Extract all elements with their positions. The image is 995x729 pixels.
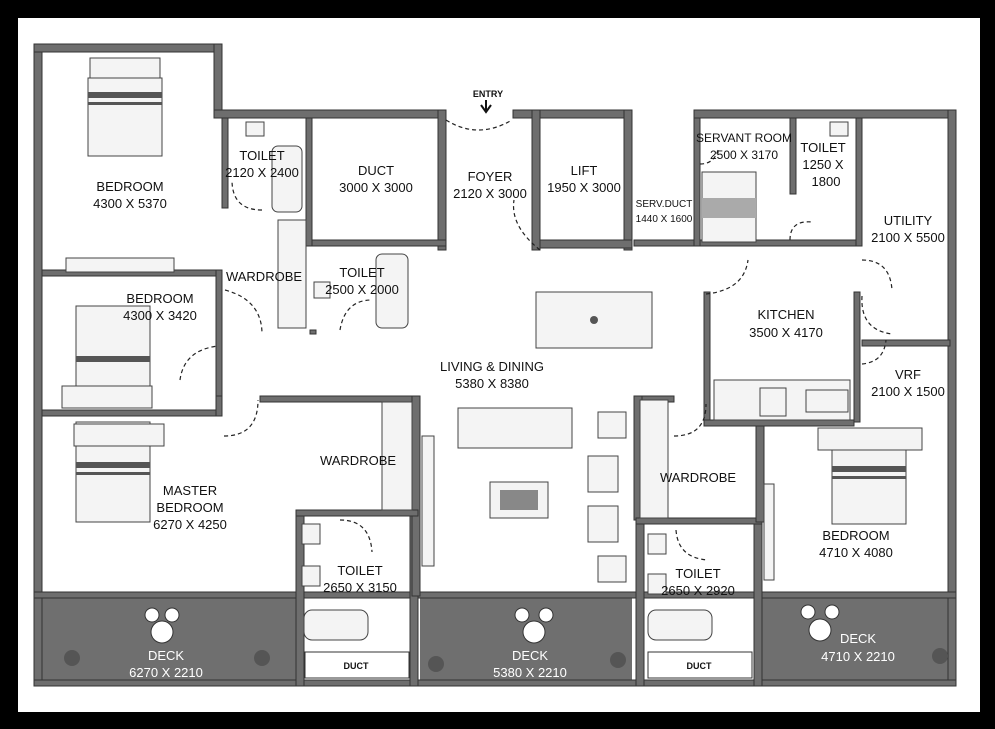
utility-name: UTILITY (884, 213, 933, 228)
master-bedroom-name: MASTER (163, 483, 217, 498)
toilet-4-name: TOILET (337, 563, 382, 578)
bathtub-icon (271, 145, 303, 213)
duct-2-box (304, 651, 410, 679)
wardrobe-1-name: WARDROBE (226, 269, 302, 284)
toilet-5-size: 2650 X 2920 (661, 583, 735, 598)
bedroom-1-name: BEDROOM (96, 179, 163, 194)
toilet-5-name: TOILET (675, 566, 720, 581)
toilet-1-name: TOILET (239, 148, 284, 163)
foyer-size: 2120 X 3000 (453, 186, 527, 201)
master-bedroom-name-2: BEDROOM (156, 500, 223, 515)
wardrobe-rack (639, 399, 669, 519)
lift-size: 1950 X 3000 (547, 180, 621, 195)
serv-duct-name: SERV.DUCT (636, 199, 693, 210)
servant-room-size: 2500 X 3170 (710, 148, 778, 162)
living-dining-size: 5380 X 8380 (455, 376, 529, 391)
kitchen-name: KITCHEN (757, 307, 814, 322)
bathtub-icon (647, 609, 713, 641)
deck-2-name: DECK (512, 648, 548, 663)
master-bedroom-size: 6270 X 4250 (153, 517, 227, 532)
bathtub-icon (303, 609, 369, 641)
bathtub-icon (375, 253, 409, 329)
serv-duct-size: 1440 X 1600 (636, 214, 693, 225)
duct-3-box (647, 651, 753, 679)
toilet-3-name: TOILET (339, 265, 384, 280)
wardrobe-3-name: WARDROBE (660, 470, 736, 485)
entry-arrow-icon (480, 100, 492, 114)
deck-1-size: 6270 X 2210 (129, 665, 203, 680)
deck-3-area (762, 598, 952, 684)
doors (179, 119, 893, 561)
foyer-name: FOYER (468, 169, 513, 184)
wardrobe-rack (381, 401, 413, 511)
servant-room-name: SERVANT ROOM (696, 131, 792, 145)
duct-1-size: 3000 X 3000 (339, 180, 413, 195)
deck-3-name: DECK (840, 631, 876, 646)
toilet-2-name: TOILET (800, 140, 845, 155)
sofa-icon (457, 407, 573, 449)
plant-icon (428, 656, 444, 672)
furniture (61, 57, 923, 641)
utility-size: 2100 X 5500 (871, 230, 945, 245)
vrf-name: VRF (895, 367, 921, 382)
room-labels: ENTRY BEDROOM 4300 X 5370 TOILET 2120 X … (93, 89, 945, 680)
duct-3-name: DUCT (687, 661, 712, 671)
bedroom-1-size: 4300 X 5370 (93, 196, 167, 211)
deck-3-size: 4710 X 2210 (821, 649, 895, 664)
vrf-size: 2100 X 1500 (871, 384, 945, 399)
bed-icon (75, 305, 151, 387)
plant-icon (610, 652, 626, 668)
bed-icon (87, 77, 163, 157)
wardrobe-rack (277, 219, 307, 329)
bedroom-2-name: BEDROOM (126, 291, 193, 306)
bedroom-3-name: BEDROOM (822, 528, 889, 543)
bedroom-3-size: 4710 X 4080 (819, 545, 893, 560)
lift-name: LIFT (571, 163, 598, 178)
plant-icon (254, 650, 270, 666)
wardrobe-2-name: WARDROBE (320, 453, 396, 468)
toilet-2-size-2: 1800 (812, 174, 841, 189)
deck-furniture (64, 604, 948, 672)
kitchen-size: 3500 X 4170 (749, 325, 823, 340)
entry-label: ENTRY (473, 89, 503, 99)
toilet-3-size: 2500 X 2000 (325, 282, 399, 297)
deck-1-name: DECK (148, 648, 184, 663)
toilet-2-size: 1250 X (802, 157, 844, 172)
living-dining-name: LIVING & DINING (440, 359, 544, 374)
deck-2-size: 5380 X 2210 (493, 665, 567, 680)
walls (33, 43, 957, 687)
bedroom-2-size: 4300 X 3420 (123, 308, 197, 323)
duct-1-name: DUCT (358, 163, 394, 178)
plant-icon (932, 648, 948, 664)
duct-2-name: DUCT (344, 661, 369, 671)
toilet-1-size: 2120 X 2400 (225, 165, 299, 180)
plant-icon (64, 650, 80, 666)
toilet-4-size: 2650 X 3150 (323, 580, 397, 595)
